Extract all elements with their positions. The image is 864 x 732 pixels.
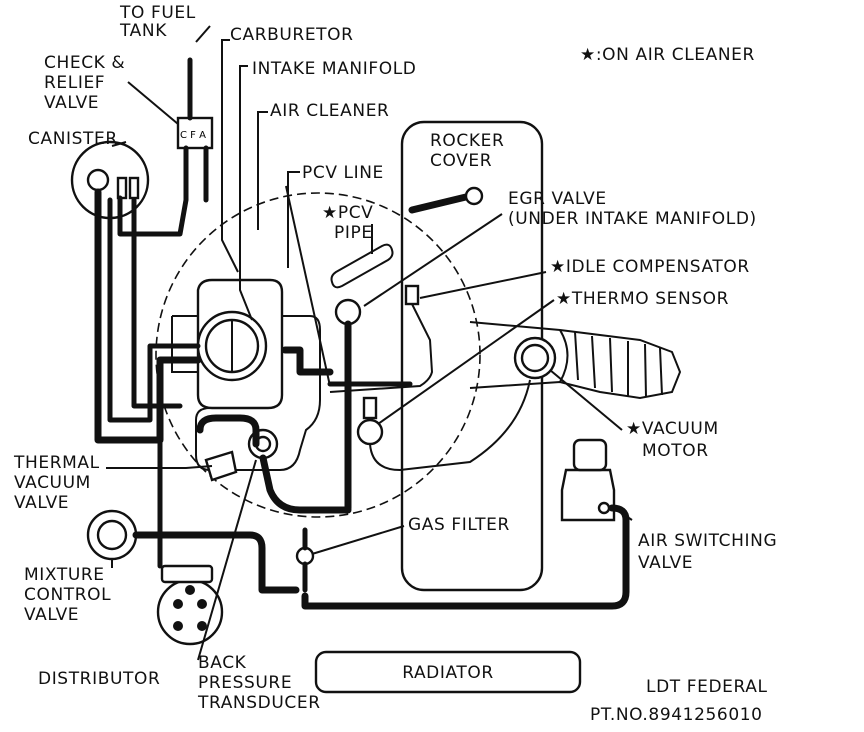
snorkel-hose [559, 329, 663, 398]
distributor-post-4 [197, 621, 207, 631]
egr-valve [334, 298, 362, 326]
air-cleaner-label: AIR CLEANER [270, 101, 389, 121]
air-cleaner-snorkel [469, 321, 682, 400]
fuel-tank-label-2: TANK [119, 21, 167, 41]
egr-pipe [408, 192, 474, 214]
check-valve-ports: C F A [180, 130, 206, 141]
pcv-line-label: PCV LINE [302, 163, 384, 183]
thermal-vacuum-label-1: THERMAL [13, 453, 100, 473]
fuel-tank-label-1: TO FUEL [119, 3, 196, 23]
hose-tvv-bpt [259, 454, 352, 514]
hose-thermal [196, 414, 260, 448]
part-number-label: PT.NO.8941256010 [590, 705, 763, 725]
air-switching-label-1: AIR SWITCHING [638, 531, 777, 551]
air-switching-valve-cap [572, 438, 608, 472]
air-switching-label-2: VALVE [638, 553, 693, 573]
thermo-sensor-stem [362, 396, 378, 420]
thermal-vacuum-valve [204, 450, 238, 482]
carburetor-label: CARBURETOR [230, 25, 354, 45]
thermal-vacuum-label-3: VALVE [14, 493, 69, 513]
check-relief-label-1: CHECK & [44, 53, 125, 73]
pcv-pipe [330, 243, 394, 289]
rocker-cover-label-1: ROCKER [430, 131, 504, 151]
hose-carb-pcv [281, 346, 334, 376]
air-switching-valve-port [597, 501, 611, 515]
vacuum-motor-label-2: MOTOR [642, 441, 709, 461]
radiator-label: RADIATOR [402, 663, 494, 683]
intake-manifold-outline [171, 315, 321, 471]
mixture-control-label-1: MIXTURE [24, 565, 105, 585]
variant-label: LDT FEDERAL [646, 677, 768, 697]
hose-canister-check [117, 145, 189, 237]
leader-lines [106, 25, 633, 661]
hose-mixture [132, 531, 300, 594]
pcv-pipe-label-2: PIPE [334, 223, 373, 243]
distributor-post-2 [197, 599, 207, 609]
idle-compensator-label: ★IDLE COMPENSATOR [550, 257, 750, 277]
back-pressure-label-3: TRANSDUCER [197, 693, 321, 713]
mixture-control-label-2: CONTROL [24, 585, 111, 605]
idle-compensator-line [329, 303, 434, 393]
check-relief-label-2: RELIEF [44, 73, 105, 93]
egr-pipe-end [464, 186, 484, 206]
distributor-label: DISTRIBUTOR [38, 669, 160, 689]
check-relief-valve [176, 116, 214, 150]
rocker-cover-label-2: COVER [430, 151, 492, 171]
thermal-vacuum-label-2: VACUUM [14, 473, 91, 493]
air-cleaner-outline [155, 192, 481, 518]
vacuum-motor-inner [520, 343, 550, 373]
distributor-vacuum-unit [160, 564, 214, 584]
canister-port [86, 168, 110, 192]
back-pressure-label-1: BACK [198, 653, 247, 673]
check-relief-label-3: VALVE [44, 93, 99, 113]
vacuum-motor-label-1: ★VACUUM [626, 419, 719, 439]
pcv-pipe-label-1: ★PCV [322, 203, 373, 223]
back-pressure-label-2: PRESSURE [198, 673, 292, 693]
hose-air-switching [301, 504, 630, 610]
idle-compensator [404, 284, 420, 306]
thermo-sensor-line [369, 379, 531, 472]
egr-valve-label-1: EGR VALVE [508, 189, 607, 209]
on-air-cleaner-note: ★:ON AIR CLEANER [580, 45, 755, 65]
intake-manifold-label: INTAKE MANIFOLD [252, 59, 416, 79]
mixture-control-label-3: VALVE [24, 605, 79, 625]
hose-canister-3 [131, 197, 183, 409]
radiator [314, 650, 582, 694]
distributor-post-1 [173, 599, 183, 609]
egr-valve-label-2: (UNDER INTAKE MANIFOLD) [508, 209, 757, 229]
canister-port-3 [128, 176, 140, 200]
canister-port-2 [116, 176, 128, 200]
distributor-post-5 [185, 585, 195, 595]
canister-label: CANISTER [28, 129, 118, 149]
gas-filter-label: GAS FILTER [408, 515, 510, 535]
thermo-sensor-label: ★THERMO SENSOR [556, 289, 729, 309]
hose-canister-carb-2 [107, 197, 201, 423]
distributor-post-3 [173, 621, 183, 631]
mixture-control-valve-inner [96, 519, 128, 551]
